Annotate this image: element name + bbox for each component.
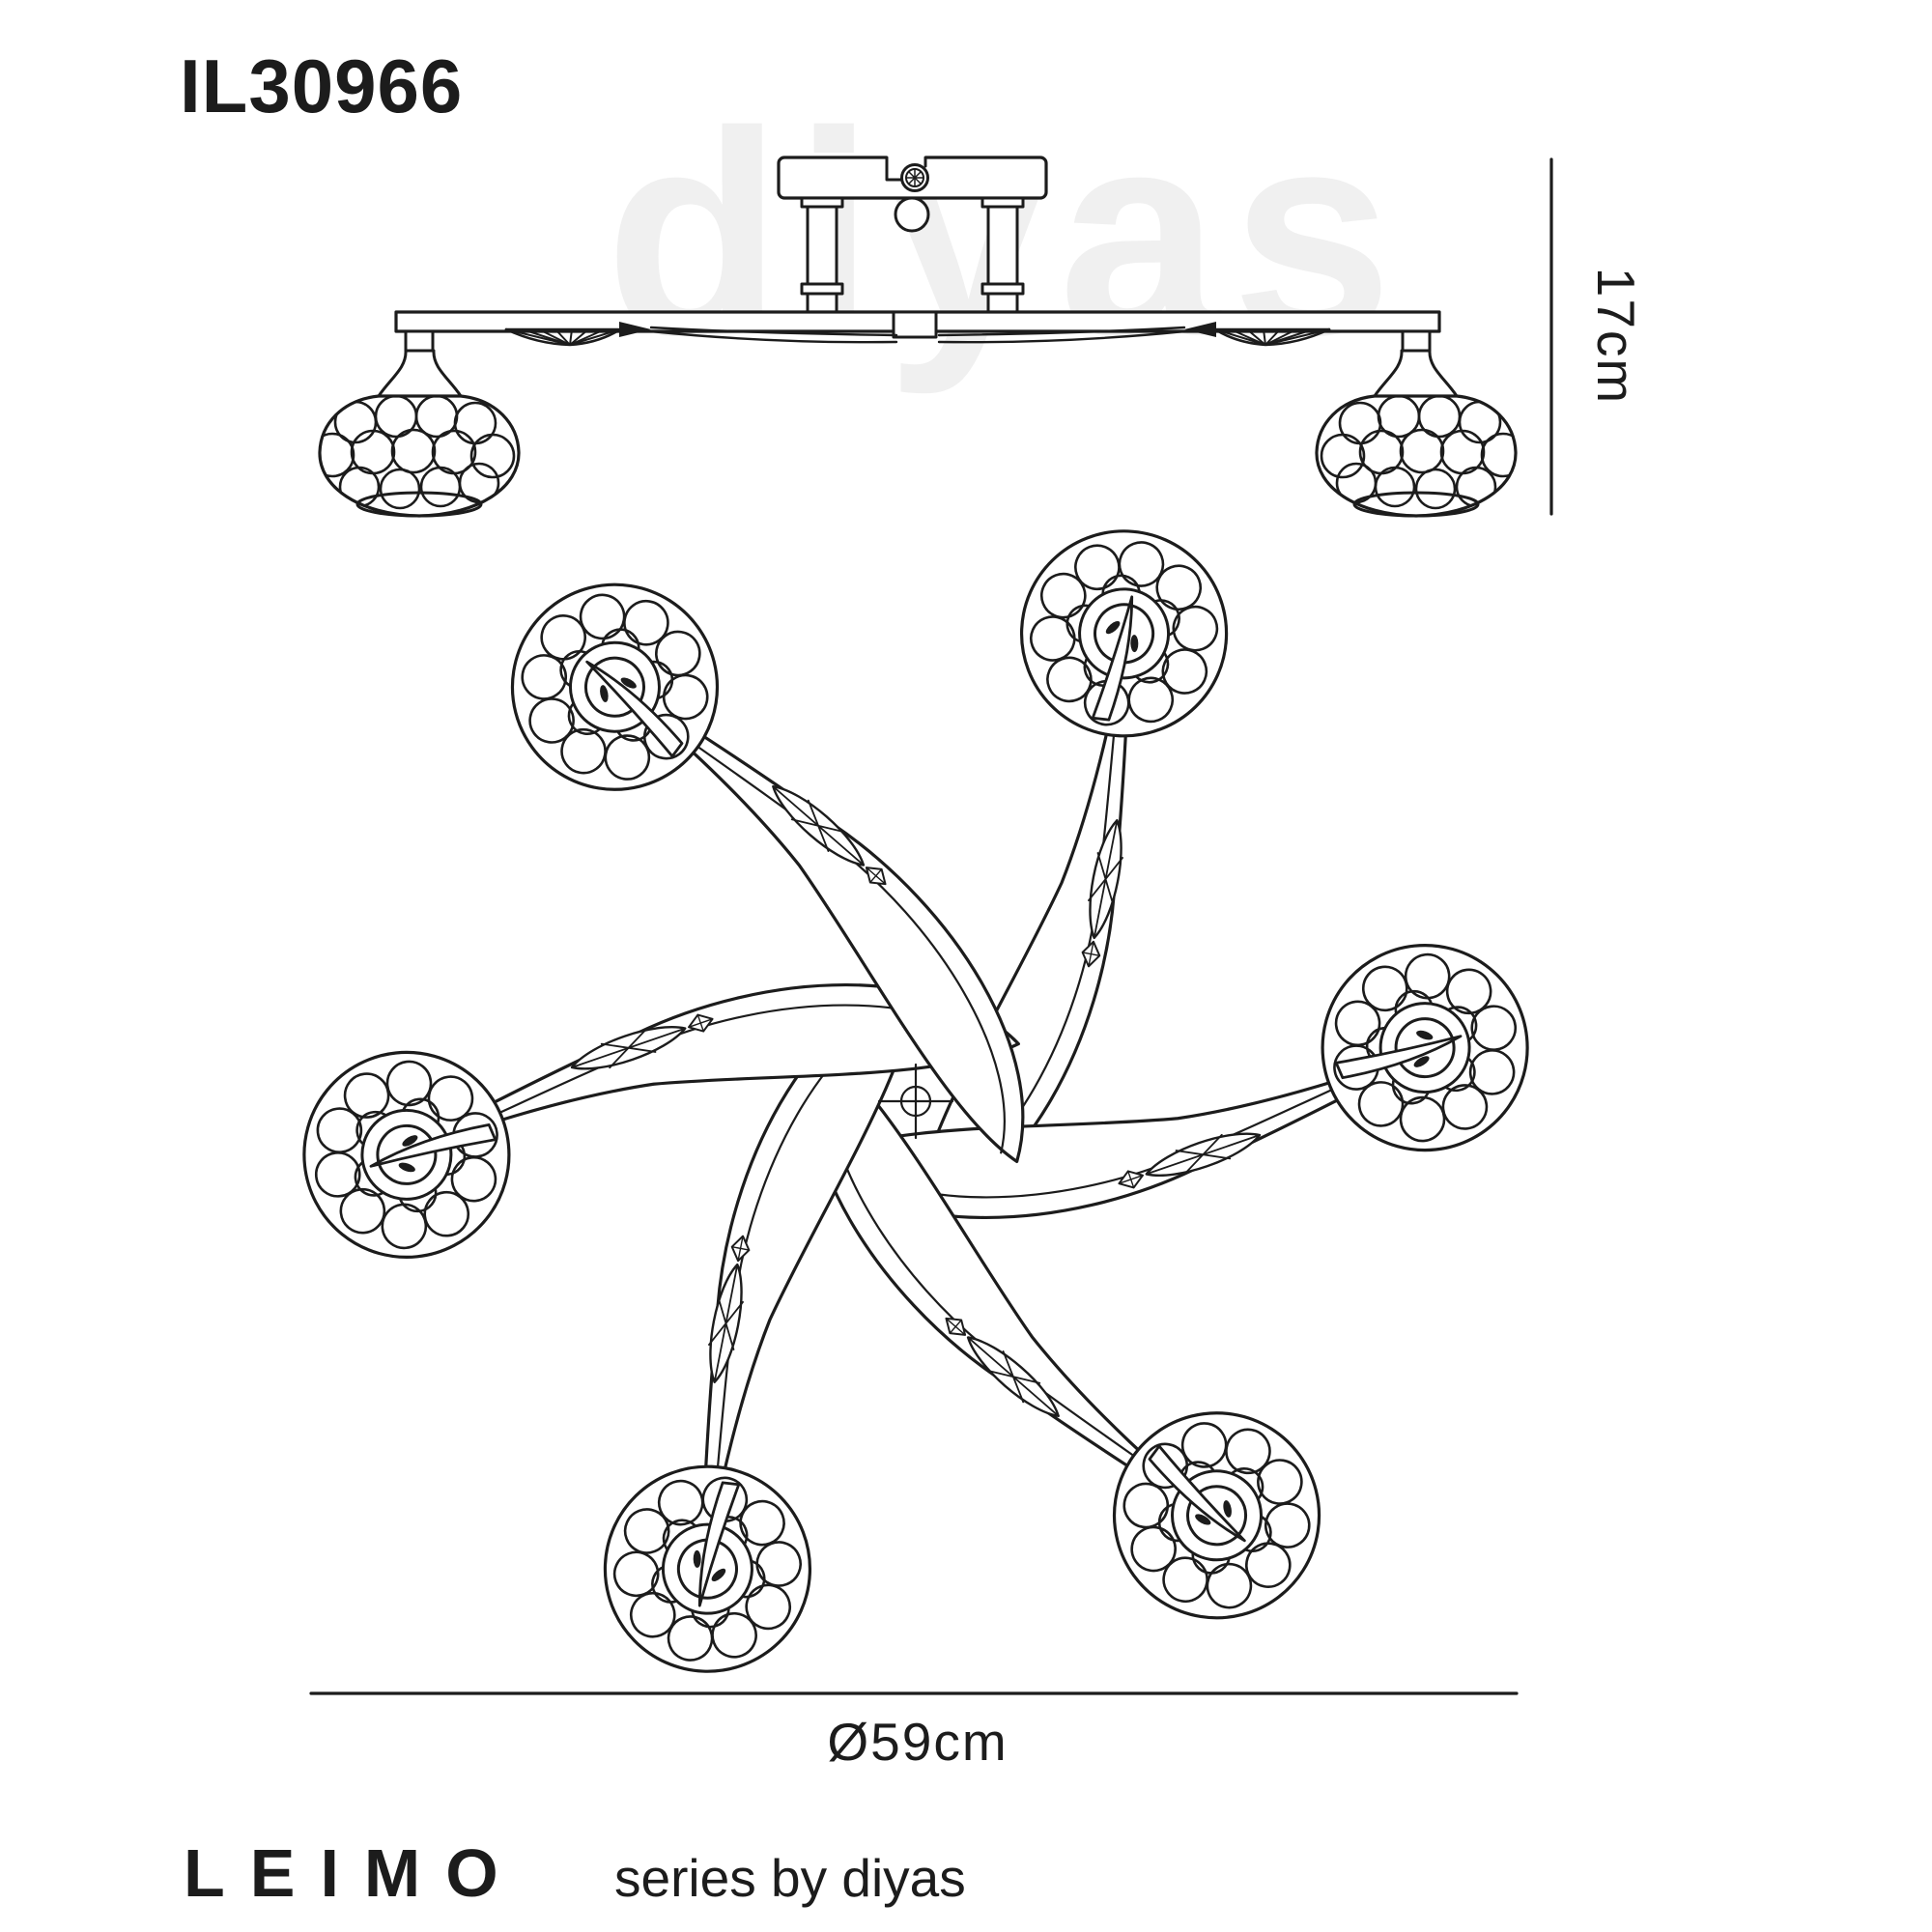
stem-left (800, 196, 844, 314)
plan-view (294, 498, 1537, 1704)
product-code-label: IL30966 (180, 43, 463, 128)
center-crosshair-icon (877, 1063, 954, 1140)
series-byline-label: series by diyas (614, 1848, 966, 1908)
side-view (311, 153, 1524, 516)
side-shade-left (311, 331, 519, 516)
center-block (892, 310, 938, 339)
height-dimension-label: 17cm (1586, 268, 1646, 406)
mounting-screw-icon (900, 163, 929, 192)
diameter-dimension-label: Ø59cm (827, 1712, 1008, 1772)
labels: IL30966 17cm Ø59cm LEIMO series by diyas (180, 43, 1646, 1911)
stem-right (980, 196, 1025, 314)
canopy-finial (894, 196, 930, 233)
ceiling-canopy (777, 153, 1048, 233)
brand-logo: LEIMO (184, 1835, 524, 1911)
